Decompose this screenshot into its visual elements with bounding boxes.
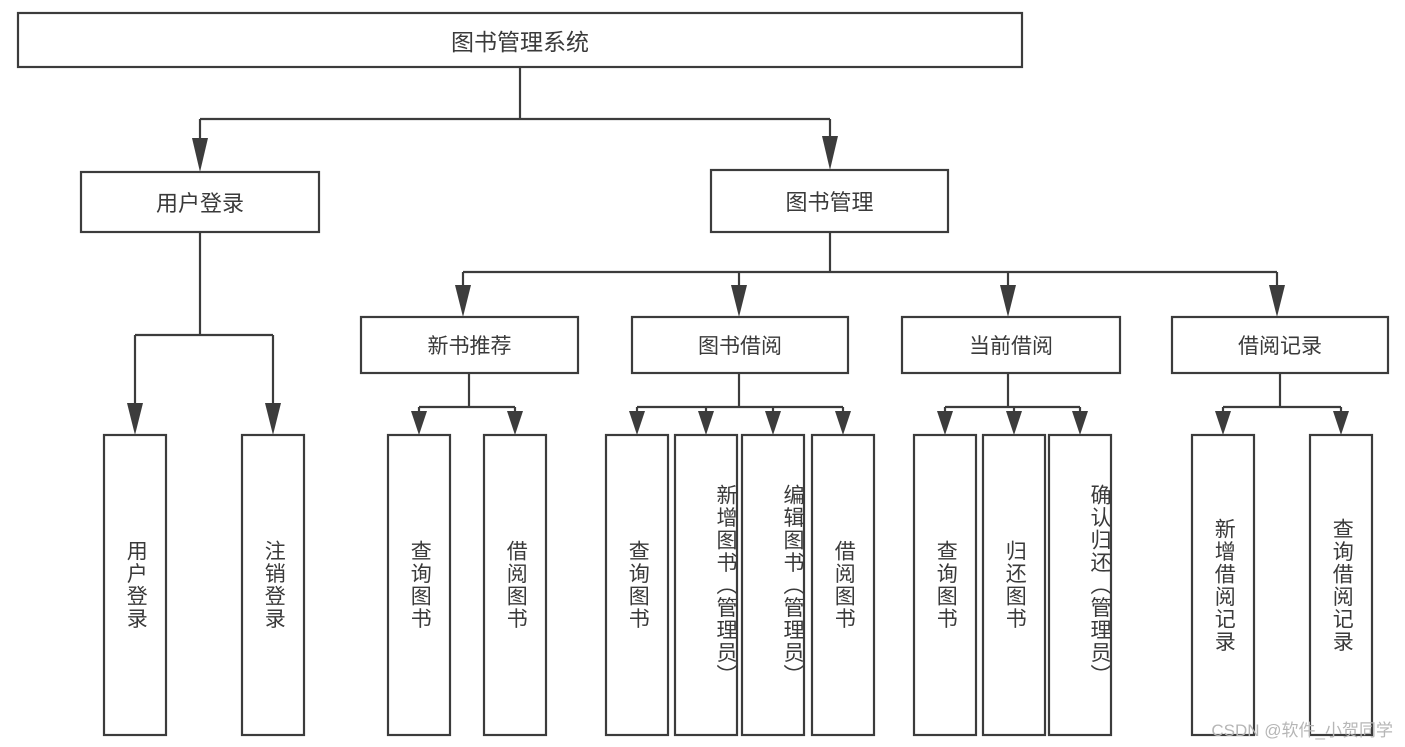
- node-box-leaf-12[interactable]: [1308, 433, 1374, 737]
- node-box-leaf-1[interactable]: [240, 433, 306, 737]
- node-boxes-group: [16, 11, 1390, 737]
- connectors-group: [127, 67, 1349, 435]
- arrowhead-borrow-add: [698, 411, 714, 435]
- arrowhead-current: [1000, 285, 1016, 317]
- arrowhead-user-login: [192, 138, 208, 172]
- node-box-root[interactable]: [16, 11, 1024, 69]
- arrowhead-leaf-logout: [265, 403, 281, 435]
- node-box-leaf-10[interactable]: [1047, 433, 1113, 737]
- node-box-leaf-5[interactable]: [673, 433, 739, 737]
- arrowhead-borrow-query: [629, 411, 645, 435]
- arrowhead-newbook-query: [411, 411, 427, 435]
- node-box-borrow-record[interactable]: [1170, 315, 1390, 375]
- arrowhead-newbook-borrow: [507, 411, 523, 435]
- node-box-user-login[interactable]: [79, 170, 321, 234]
- node-box-leaf-6[interactable]: [740, 433, 806, 737]
- arrowhead-current-return: [1006, 411, 1022, 435]
- arrowhead-record: [1269, 285, 1285, 317]
- arrowhead-newbook: [455, 285, 471, 317]
- node-box-leaf-2[interactable]: [386, 433, 452, 737]
- arrowhead-leaf-user-login: [127, 403, 143, 435]
- node-box-leaf-8[interactable]: [912, 433, 978, 737]
- node-box-leaf-11[interactable]: [1190, 433, 1256, 737]
- node-box-new-book-recommend[interactable]: [359, 315, 580, 375]
- node-box-leaf-4[interactable]: [604, 433, 670, 737]
- arrowhead-record-add: [1215, 411, 1231, 435]
- arrowhead-record-query: [1333, 411, 1349, 435]
- node-box-leaf-7[interactable]: [810, 433, 876, 737]
- node-box-book-management[interactable]: [709, 168, 950, 234]
- arrowhead-book-mgmt: [822, 136, 838, 170]
- node-box-current-borrow[interactable]: [900, 315, 1122, 375]
- node-box-leaf-9[interactable]: [981, 433, 1047, 737]
- node-box-book-borrow[interactable]: [630, 315, 850, 375]
- node-box-leaf-3[interactable]: [482, 433, 548, 737]
- arrowhead-current-query: [937, 411, 953, 435]
- arrowhead-current-confirm: [1072, 411, 1088, 435]
- arrowhead-borrow: [731, 285, 747, 317]
- node-box-leaf-0[interactable]: [102, 433, 168, 737]
- arrowhead-borrow-lend: [835, 411, 851, 435]
- arrowhead-borrow-edit: [765, 411, 781, 435]
